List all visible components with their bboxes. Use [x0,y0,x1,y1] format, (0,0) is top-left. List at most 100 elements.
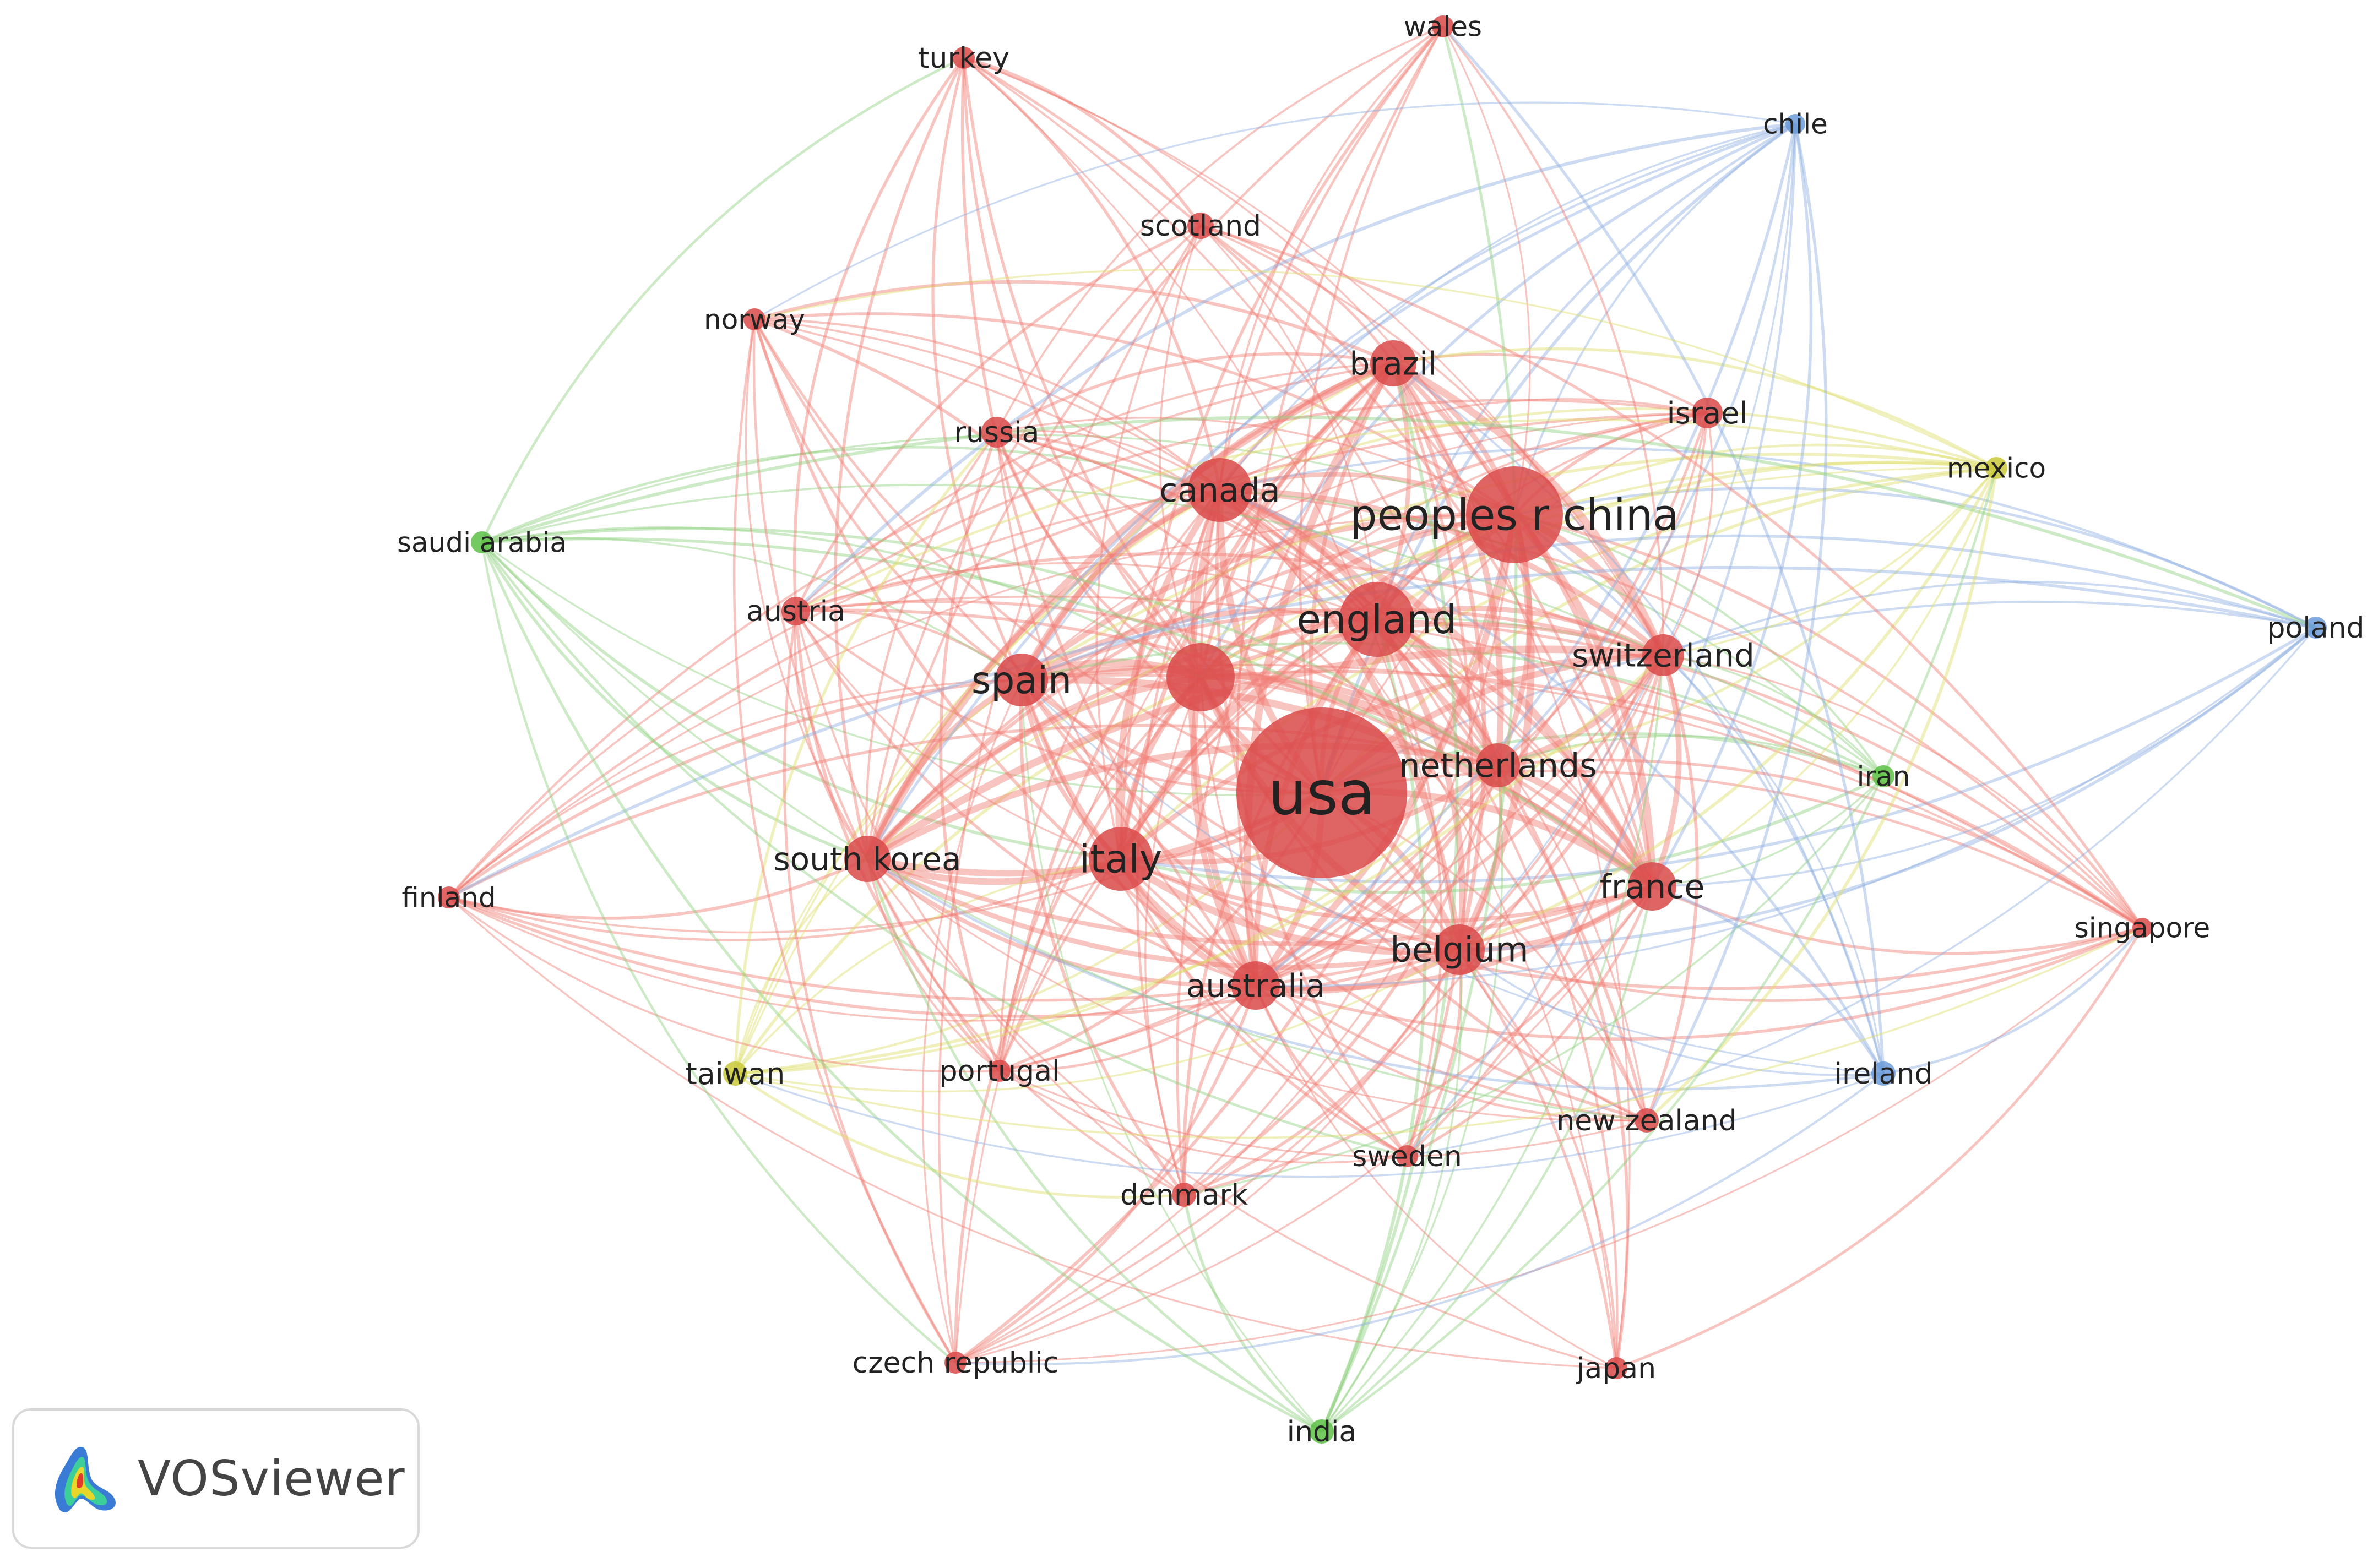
link-china-belgium [1456,514,1535,952]
link-wales-ireland [1442,25,1885,1074]
link-belgium-taiwan [735,949,1460,1093]
link-south_korea-israel [866,411,1708,860]
node-iran[interactable] [1872,765,1894,787]
node-denmark[interactable] [1172,1183,1196,1207]
link-usa-saudi_arabia [481,541,1322,796]
node-taiwan[interactable] [723,1061,747,1086]
node-scotland[interactable] [1187,213,1214,239]
node-singapore[interactable] [2132,918,2152,938]
link-spain-saudi_arabia [481,537,1022,681]
link-israel-finland [448,411,1708,899]
link-austria-singapore [795,595,2143,929]
node-new_zealand[interactable] [1635,1108,1659,1133]
link-germany-czech_republic [954,676,1202,1363]
link-spain-ireland [1020,679,1884,1075]
link-russia-taiwan [734,431,998,1074]
link-france-ireland [1652,885,1885,1075]
node-england[interactable] [1339,582,1414,657]
link-germany-switzerland [1199,622,1664,679]
link-england-india [1320,619,1427,1433]
node-belgium[interactable] [1434,924,1485,975]
link-netherlands-belgium [1458,765,1503,951]
node-norway[interactable] [743,308,765,330]
link-netherlands-czech_republic [955,765,1499,1364]
node-ireland[interactable] [1871,1061,1896,1086]
vosviewer-logo-box: VOSviewer [12,1408,420,1549]
link-switzerland-czech_republic [955,655,1664,1364]
node-mexico[interactable] [1985,457,2007,479]
link-south_korea-austria [794,611,868,860]
node-south_korea[interactable] [844,836,891,882]
link-australia-portugal [999,984,1257,1072]
node-finland[interactable] [438,886,460,908]
node-switzerland[interactable] [1642,634,1684,676]
node-spain[interactable] [995,654,1048,706]
link-australia-finland [448,896,1256,1022]
link-canada-france [1218,486,1655,889]
node-italy[interactable] [1089,827,1153,891]
link-canada-wales [1219,25,1444,491]
node-saudi_arabia[interactable] [471,531,493,553]
node-wales[interactable] [1432,15,1454,37]
link-belgium-norway [753,318,1460,951]
node-israel[interactable] [1692,398,1723,428]
link-spain-belgium [1020,679,1460,951]
link-canada-saudi_arabia [481,445,1220,544]
link-brazil-ireland [1392,362,1885,1074]
node-australia[interactable] [1231,961,1280,1010]
link-china-australia [1253,514,1518,988]
node-russia[interactable] [981,417,1012,448]
link-switzerland-sweden [1406,655,1665,1157]
link-denmark-taiwan [734,1072,1185,1199]
link-scotland-singapore [1200,224,2144,929]
link-sweden-saudi_arabia [481,541,1408,1158]
node-japan[interactable] [1605,1357,1627,1379]
node-germany[interactable] [1166,643,1235,711]
link-germany-israel [1199,412,1708,678]
link-netherlands-south_korea [866,742,1499,862]
link-norway-portugal [752,319,1001,1072]
link-germany-portugal [998,676,1202,1071]
link-brazil-france [1391,361,1655,887]
node-netherlands[interactable] [1476,743,1520,787]
link-south_korea-ireland [866,857,1884,1091]
node-france[interactable] [1628,862,1676,911]
link-denmark-india [1182,1194,1323,1433]
link-turkey-saudi_arabia [480,56,965,543]
link-usa-chile [1320,122,1796,793]
node-chile[interactable] [1785,114,1805,134]
link-spain-israel [1021,412,1708,681]
node-sweden[interactable] [1396,1145,1418,1167]
label-singapore: singapore [2075,912,2211,944]
node-czech_republic[interactable] [944,1352,967,1374]
label-new_zealand: new zealand [1556,1104,1736,1137]
link-germany-wales [1199,25,1444,678]
link-canada-iran [1219,489,1885,777]
link-italy-scotland [1095,225,1202,859]
link-france-czech_republic [955,886,1653,1364]
label-australia: australia [1186,967,1325,1004]
label-saudi_arabia: saudi arabia [397,527,567,559]
node-china[interactable] [1466,466,1563,563]
node-usa[interactable] [1236,707,1407,878]
link-germany-mexico [1199,461,1997,678]
label-ireland: ireland [1834,1058,1933,1091]
link-canada-norway [754,318,1221,491]
node-portugal[interactable] [989,1060,1011,1082]
link-belgium-japan [1458,949,1618,1369]
node-poland[interactable] [2305,617,2327,639]
link-canada-japan [1219,489,1617,1369]
label-israel: israel [1667,396,1748,431]
link-china-iran [1514,514,1885,777]
node-turkey[interactable] [953,47,975,69]
link-netherlands-chile [1497,123,1797,766]
link-belgium-ireland [1458,949,1884,1076]
node-india[interactable] [1310,1419,1334,1444]
link-italy-belgium [1119,856,1460,956]
link-belgium-mexico [1458,467,1998,951]
label-brazil: brazil [1350,345,1437,382]
node-brazil[interactable] [1370,340,1416,386]
node-austria[interactable] [781,597,810,625]
node-canada[interactable] [1188,458,1252,522]
